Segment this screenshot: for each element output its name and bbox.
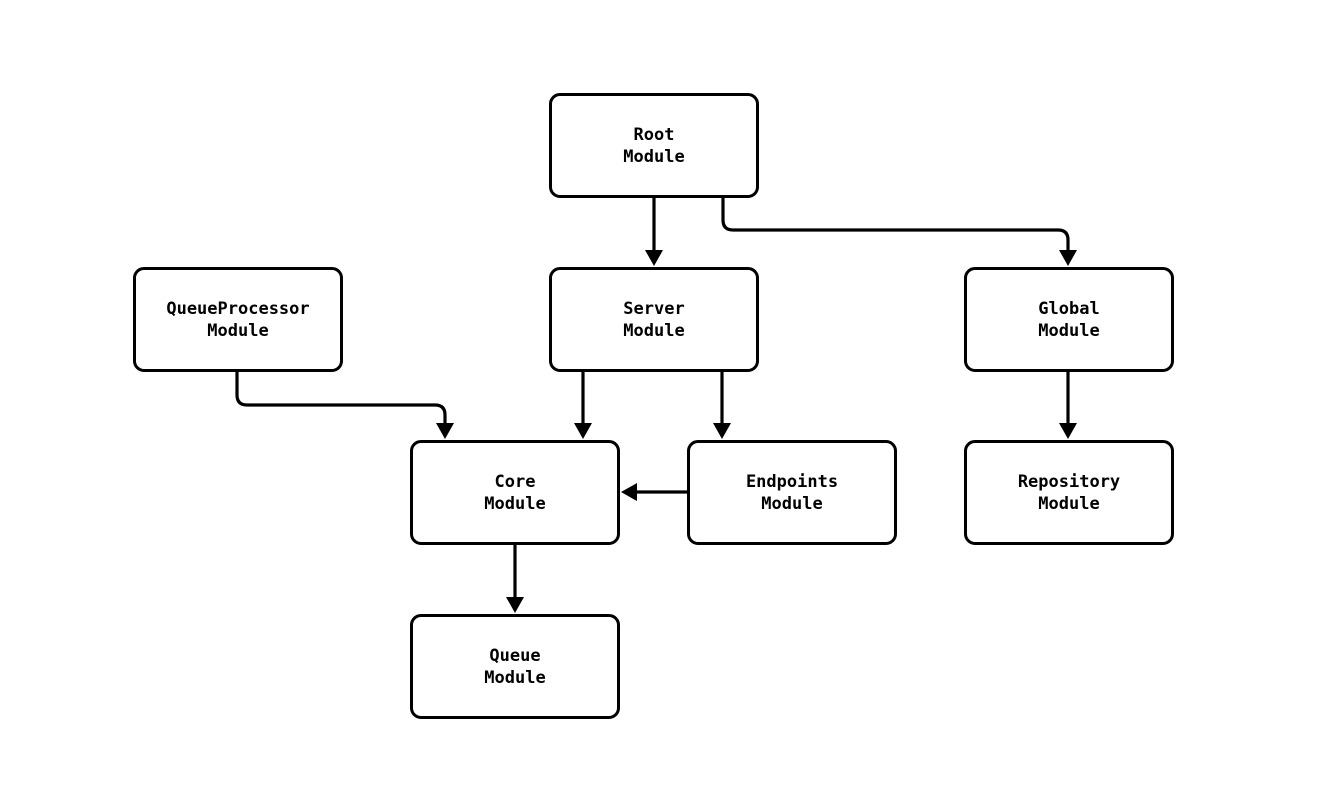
node-endpoints-label-line2: Module [761,493,823,514]
node-core-label-line1: Core [494,471,536,492]
arrowhead [506,597,524,613]
arrowhead [645,250,663,266]
node-server[interactable]: Server Module [549,267,759,372]
arrowhead [621,483,637,501]
arrowhead [436,423,454,439]
node-endpoints[interactable]: Endpoints Module [687,440,897,545]
node-server-label-line2: Module [623,320,685,341]
node-queueprocessor[interactable]: QueueProcessor Module [133,267,343,372]
node-root-label-line2: Module [623,146,685,167]
edge-server-to-core [574,372,592,439]
edge-endpoints-to-core [621,483,687,501]
node-root[interactable]: Root Module [549,93,759,198]
node-core-label-line2: Module [484,493,546,514]
edge-queueprocessor-to-core [235,372,454,439]
node-queue[interactable]: Queue Module [410,614,620,719]
node-repository-label-line2: Module [1038,493,1100,514]
edge-core-to-queue [506,545,524,613]
edge-global-to-repository [1059,372,1077,439]
arrowhead [574,423,592,439]
node-repository[interactable]: Repository Module [964,440,1174,545]
arrowhead [1059,250,1077,266]
edge-root-to-server [645,198,663,266]
arrowhead [1059,423,1077,439]
node-global[interactable]: Global Module [964,267,1174,372]
arrowhead [713,423,731,439]
node-queueprocessor-label-line2: Module [207,320,269,341]
node-repository-label-line1: Repository [1017,471,1121,492]
node-core[interactable]: Core Module [410,440,620,545]
node-server-label-line1: Server [623,298,685,319]
edge-server-to-endpoints [713,372,731,439]
node-queue-label-line1: Queue [489,645,541,666]
edge-root-to-global [721,198,1077,266]
node-global-label-line1: Global [1038,298,1100,319]
node-queue-label-line2: Module [484,667,546,688]
node-global-label-line2: Module [1038,320,1100,341]
node-root-label-line1: Root [633,124,675,145]
node-queueprocessor-label-line1: QueueProcessor [166,298,310,319]
node-endpoints-label-line1: Endpoints [745,471,839,492]
